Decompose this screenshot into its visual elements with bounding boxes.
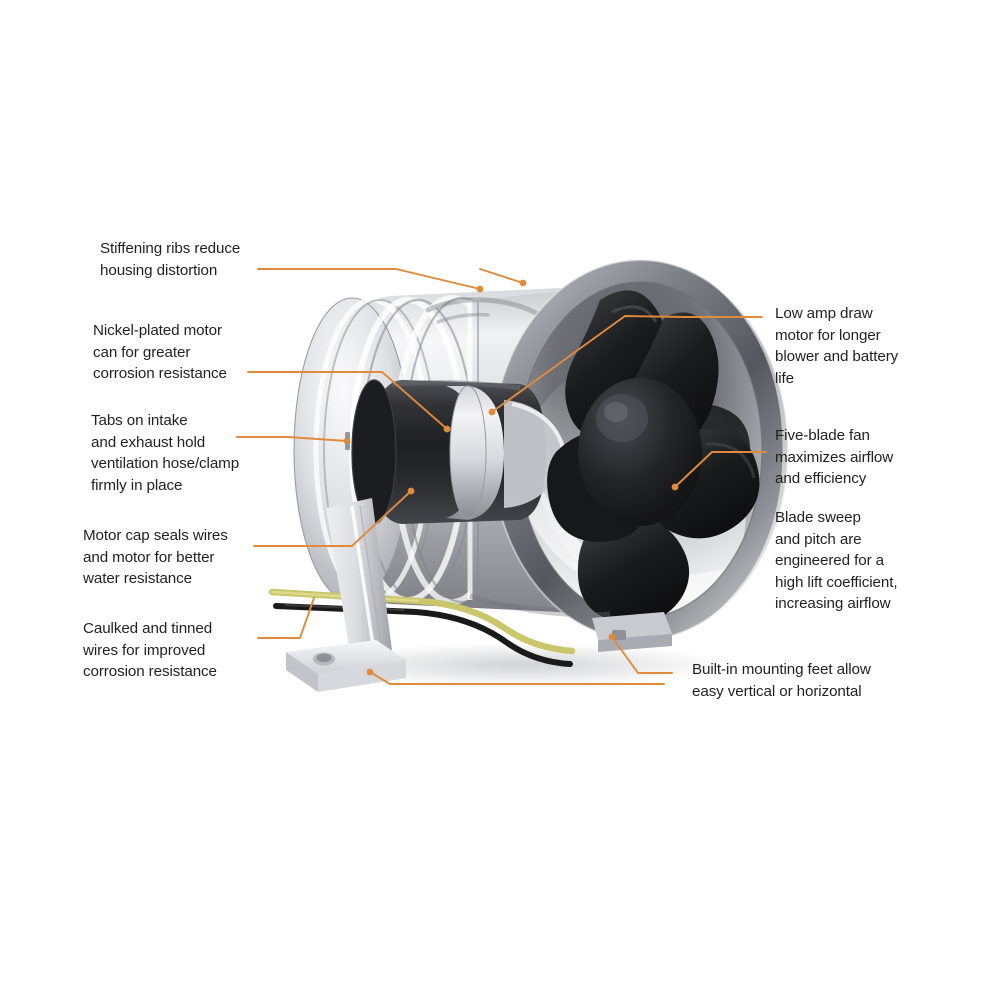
five-blade-fan xyxy=(547,290,760,624)
callout-low-amp-draw: Low amp draw motor for longer blower and… xyxy=(775,305,899,387)
leader-endpoints xyxy=(343,279,679,676)
callout-nickel-plated-motor: Nickel-plated motor can for greater corr… xyxy=(93,322,227,382)
leader-motor-cap xyxy=(253,490,412,547)
leader-stiffening-ribs-b xyxy=(479,268,524,284)
leader-five-blade xyxy=(674,451,767,488)
callout-built-in-mounting-feet: Built-in mounting feet allow easy vertic… xyxy=(692,661,871,700)
callout-five-blade-fan: Five-blade fan maximizes airflow and eff… xyxy=(775,427,894,487)
foot-base-plate xyxy=(286,640,406,674)
leader-lines xyxy=(236,268,767,685)
callout-caulked-tinned-wires: Caulked and tinned wires for improved co… xyxy=(83,620,217,680)
motor-cap xyxy=(446,386,504,520)
callout-motor-cap-seals: Motor cap seals wires and motor for bett… xyxy=(83,527,228,587)
motor-can-face xyxy=(352,380,396,524)
leader-stiffening-ribs-a xyxy=(257,268,481,290)
fan-blade xyxy=(577,515,690,624)
leader-mounting-feet xyxy=(611,636,673,674)
mounting-foot-left xyxy=(286,498,406,692)
leader-mounting-feet-b xyxy=(369,671,665,685)
brand-emboss xyxy=(425,297,541,324)
leader-tabs xyxy=(236,436,348,442)
callout-stiffening-ribs: Stiffening ribs reduce housing distortio… xyxy=(100,240,241,279)
fan-hub xyxy=(578,378,702,526)
wire-black xyxy=(273,603,573,667)
callout-blade-sweep-pitch: Blade sweep and pitch are engineered for… xyxy=(775,509,898,612)
leader-nickel-plated-motor xyxy=(247,371,448,430)
leader-caulked-wires xyxy=(257,597,315,639)
wire-yellow xyxy=(268,588,576,655)
leader-low-amp xyxy=(491,315,763,413)
mounting-foot-right xyxy=(592,612,672,652)
foot-tab-right xyxy=(612,630,626,640)
motor-assembly xyxy=(351,379,566,525)
callout-tabs-intake-exhaust: Tabs on intake and exhaust hold ventilat… xyxy=(91,412,240,494)
blower-product xyxy=(268,259,790,692)
